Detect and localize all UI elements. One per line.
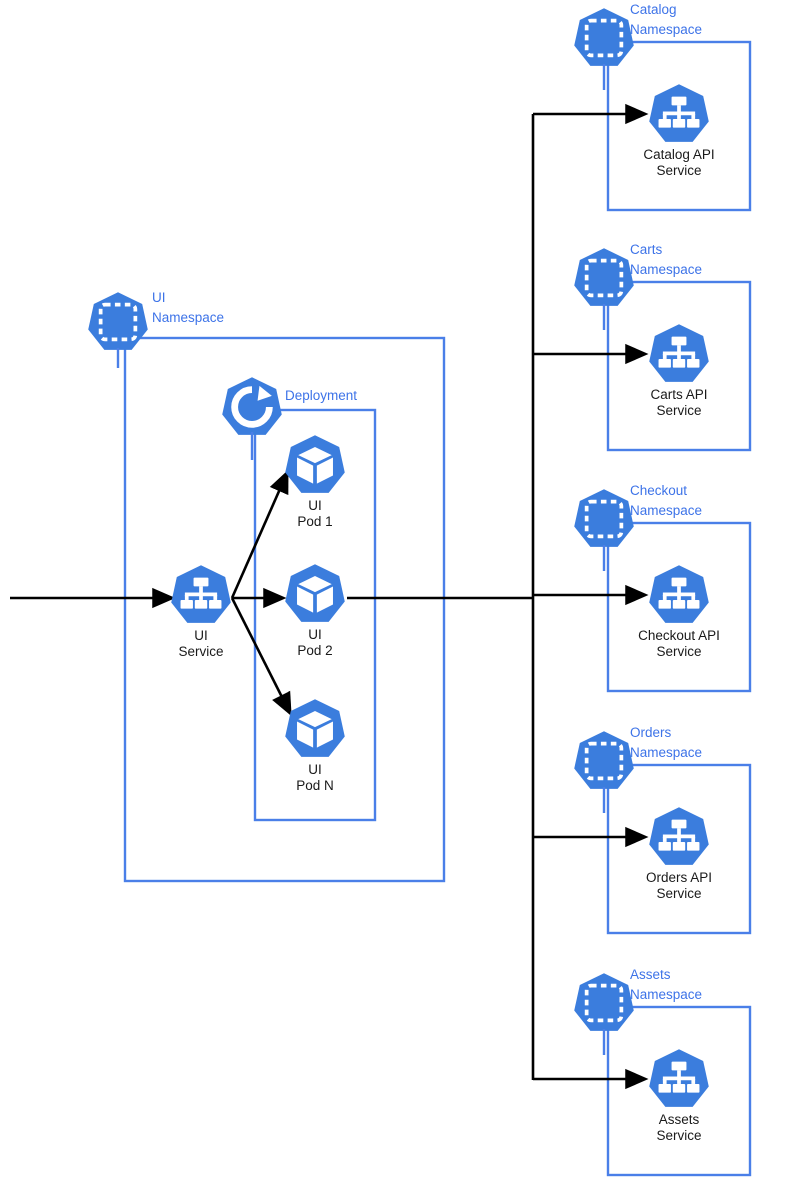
checkout-service-label-line2: Service xyxy=(656,644,702,659)
assets-service-label-line2: Service xyxy=(656,1128,702,1143)
ui-namespace-label: UI Namespace xyxy=(152,288,224,328)
assets-namespace-label-line2: Namespace xyxy=(630,987,703,1002)
orders-namespace-label-line2: Namespace xyxy=(630,745,703,760)
service-icon xyxy=(649,807,709,865)
namespace-icon xyxy=(573,7,635,68)
ui-pod-1-label-line1: UI xyxy=(308,498,322,513)
service-to-pod-n-arrow xyxy=(230,597,292,717)
service-icon xyxy=(649,565,709,623)
service-to-pod-1-arrow xyxy=(230,469,289,599)
ui-pod-1-label-line2: Pod 1 xyxy=(297,514,333,529)
namespace-icon xyxy=(573,972,635,1033)
carts-namespace-label-line2: Namespace xyxy=(630,262,703,277)
pod-icon xyxy=(285,435,345,493)
carts-namespace-label-line1: Carts xyxy=(630,242,663,257)
ui-namespace-label-line2: Namespace xyxy=(152,310,225,325)
namespace-icon xyxy=(573,730,635,791)
namespace-icon xyxy=(573,247,635,308)
orders-service-label-line1: Orders API xyxy=(645,870,713,885)
catalog-service-label-line1: Catalog API xyxy=(643,147,715,162)
orders-service-label-line2: Service xyxy=(656,886,702,901)
pod-icon xyxy=(285,564,345,622)
service-icon xyxy=(649,84,709,142)
carts-service-label-line1: Carts API xyxy=(650,387,708,402)
checkout-namespace-label-line2: Namespace xyxy=(630,503,703,518)
deployment-icon xyxy=(222,377,282,435)
orders-namespace-box xyxy=(606,763,752,935)
ui-deployment-label-line1: Deployment xyxy=(285,388,358,403)
checkout-namespace-label-line1: Checkout xyxy=(630,483,688,498)
service-icon xyxy=(649,324,709,382)
ui-pod-3-label-line2: Pod N xyxy=(296,778,334,793)
checkout-service-label-line1: Checkout API xyxy=(638,628,720,643)
assets-service-label-line1: Assets xyxy=(658,1112,700,1127)
orders-namespace-label-line1: Orders xyxy=(630,725,672,740)
ui-namespace-box xyxy=(123,336,446,883)
catalog-namespace-label-line1: Catalog xyxy=(630,2,677,17)
carts-service-label-line2: Service xyxy=(656,403,702,418)
ui-namespace-label-line1: UI xyxy=(152,290,166,305)
service-icon xyxy=(649,1049,709,1107)
ui-service-label-line2: Service xyxy=(178,644,224,659)
service-icon xyxy=(171,565,231,623)
ui-pod-2-label-line2: Pod 2 xyxy=(297,643,333,658)
ui-pod-2-label-line1: UI xyxy=(308,627,322,642)
pod-icon xyxy=(285,699,345,757)
ui-service-label-line1: UI xyxy=(194,628,208,643)
carts-namespace-box xyxy=(606,280,752,452)
assets-namespace-label-line1: Assets xyxy=(630,967,671,982)
catalog-namespace-box xyxy=(606,40,752,212)
ui-pod-3-label-line1: UI xyxy=(308,762,322,777)
namespace-icon xyxy=(87,291,149,352)
checkout-namespace-box xyxy=(606,521,752,693)
assets-namespace-box xyxy=(606,1005,752,1177)
ui-deployment-label: Deployment xyxy=(285,386,357,406)
catalog-service-label-line2: Service xyxy=(656,163,702,178)
catalog-namespace-label-line2: Namespace xyxy=(630,22,703,37)
namespace-icon xyxy=(573,488,635,549)
ui-deployment-box xyxy=(253,408,377,822)
